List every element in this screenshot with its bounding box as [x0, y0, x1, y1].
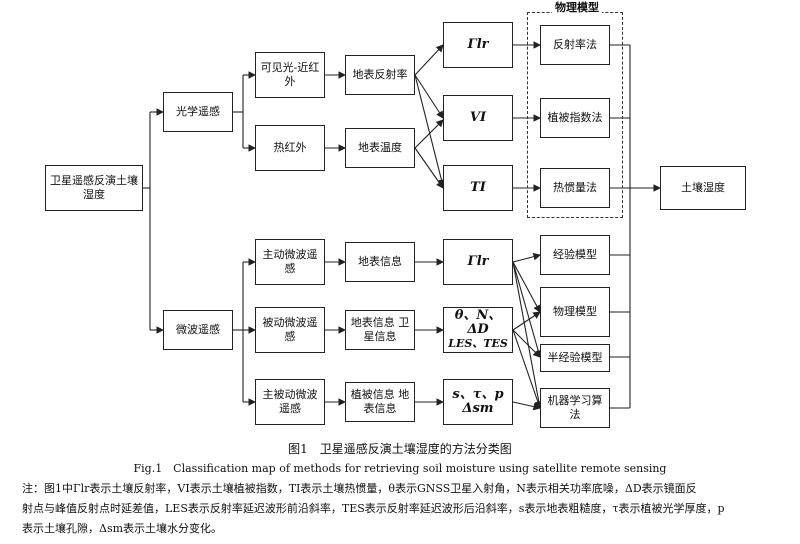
gnss-parameters-line-2: LES、TES	[448, 337, 508, 350]
vegetation-parameters-line-1: s、τ、p	[452, 387, 504, 402]
reflectivity-gamma-microwave-node: Γlr	[443, 239, 513, 285]
note-line-2: 射点与峰值反射点时延差值，LES表示反射率延迟波形前沿斜率，TES表示反射率延迟…	[22, 502, 725, 515]
surface-temperature-node: 地表温度	[345, 128, 415, 168]
gnss-parameters-node: θ、N、ΔD LES、TES	[443, 307, 513, 353]
thermal-infrared-node: 热红外	[255, 125, 325, 171]
microwave-remote-sensing-node: 微波遥感	[163, 310, 233, 350]
vegetation-surface-info-node: 植被信息 地表信息	[345, 382, 415, 422]
physical-model-group-label: 物理模型	[552, 0, 602, 15]
passive-microwave-node: 被动微波遥感	[255, 307, 325, 353]
reflectance-method-node: 反射率法	[540, 25, 610, 65]
surface-satellite-info-node: 地表信息 卫星信息	[345, 310, 415, 350]
empirical-model-node: 经验模型	[540, 235, 610, 275]
surface-reflectance-node: 地表反射率	[345, 55, 415, 95]
reflectivity-gamma-node: Γlr	[443, 22, 513, 68]
figure-caption-chinese: 图1 卫星遥感反演土壤湿度的方法分类图	[288, 442, 512, 456]
thermal-inertia-node: TI	[443, 165, 513, 211]
vegetation-index-method-node: 植被指数法	[540, 98, 610, 138]
semi-empirical-model-node: 半经验模型	[540, 344, 610, 372]
active-microwave-node: 主动微波遥感	[255, 239, 325, 285]
visible-near-infrared-node: 可见光-近红外	[255, 52, 325, 98]
surface-info-node: 地表信息	[345, 242, 415, 282]
active-passive-microwave-node: 主被动微波遥感	[255, 379, 325, 425]
optical-remote-sensing-node: 光学遥感	[163, 92, 233, 132]
vegetation-parameters-line-2: Δsm	[462, 401, 494, 416]
note-line-3: 表示土壤孔隙，Δsm表示土壤水分变化。	[22, 522, 223, 535]
physical-model-node: 物理模型	[540, 287, 610, 337]
root-node: 卫星遥感反演土壤湿度	[45, 165, 143, 211]
note-line-1: 注：图1中Γlr表示土壤反射率，VI表示土壤植被指数，TI表示土壤热惯量，θ表示…	[22, 482, 697, 495]
soil-moisture-node: 土壤湿度	[660, 166, 746, 210]
gnss-parameters-line-1: θ、N、ΔD	[454, 308, 502, 337]
vegetation-index-node: VI	[443, 95, 513, 141]
machine-learning-node: 机器学习算法	[540, 388, 610, 428]
figure-caption-english: Fig.1 Classification map of methods for …	[133, 462, 667, 475]
vegetation-parameters-node: s、τ、p Δsm	[443, 379, 513, 425]
thermal-inertia-method-node: 热惯量法	[540, 168, 610, 208]
